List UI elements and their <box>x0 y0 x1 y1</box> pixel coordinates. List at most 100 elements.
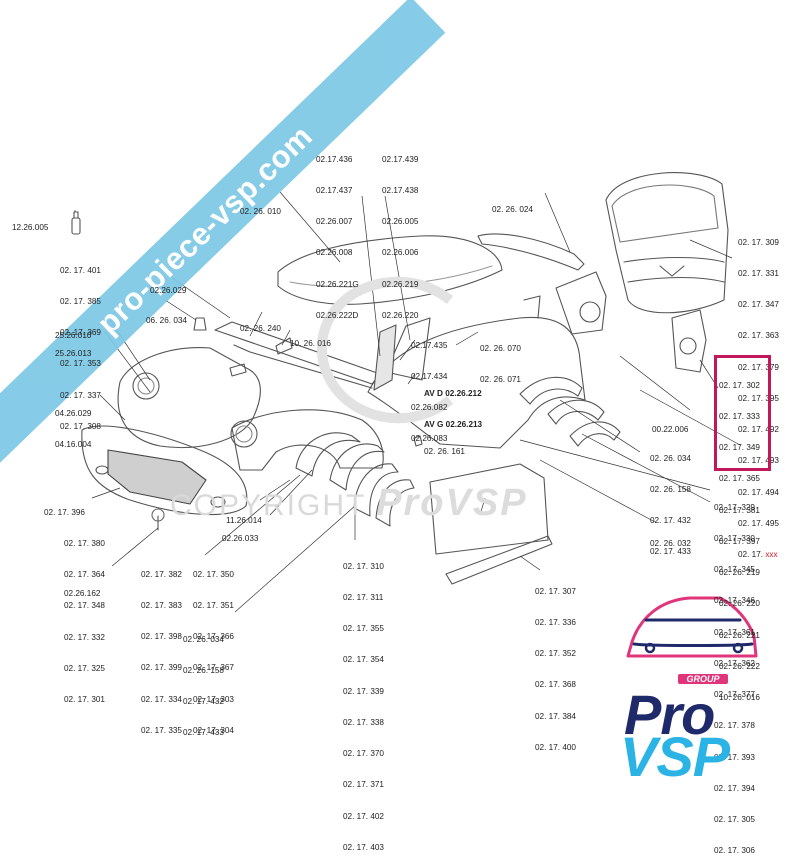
logo-pro-text: Pro <box>624 683 715 746</box>
part-number: 02. 17. 432 <box>183 697 224 707</box>
part-number: 02. 17. 304 <box>193 725 234 735</box>
part-number: 02. 17. 362 <box>714 658 755 668</box>
copyright-circle <box>316 276 454 424</box>
exploded-body-diagram <box>71 172 758 658</box>
copyright-watermark: COPYRIGHT ProVSP <box>170 482 528 525</box>
part-number: 02.26.033 <box>222 533 259 543</box>
part-number: 02.17.435 <box>411 340 448 350</box>
part-label-25-26-013: 25.26.013 <box>55 328 91 370</box>
part-number: 02. 17. 345 <box>714 565 755 575</box>
part-number: 02. 17. 383 <box>141 601 182 611</box>
part-number: 02. 26. 221 <box>719 630 760 640</box>
tailgate <box>605 172 729 314</box>
part-number: 02. 17. 325 <box>64 663 105 673</box>
part-number: 02. 17. 381 <box>719 505 760 515</box>
part-number: 02. 17. 308 <box>60 421 101 431</box>
part-number: 02. 17. 329 <box>714 502 755 512</box>
part-label-02-26-161: 02. 26. 161 <box>424 426 465 468</box>
part-number: 02. 17. 401 <box>60 265 101 275</box>
part-number: 02. 17. 368 <box>535 680 576 690</box>
part-number: 02. 17. 363 <box>738 331 779 341</box>
part-number: 02. 17. 353 <box>60 359 101 369</box>
part-label-bottom-column-2: 02. 17. 350 02. 17. 351 02. 17. 366 02. … <box>193 549 234 747</box>
part-number: 02.17.434 <box>411 372 448 382</box>
part-number: AV D 02.26.212 <box>424 388 482 398</box>
part-number: 02.26.162 <box>64 588 101 598</box>
part-number-unknown: xxx <box>765 550 778 559</box>
part-number: 02. 17. 354 <box>343 655 384 665</box>
part-number: 02. 17. 492 <box>738 425 779 435</box>
part-label-06-26-034: 06. 26. 034 <box>146 295 187 337</box>
part-number: 02.17.436 <box>316 154 353 164</box>
part-number: 02. 17. 380 <box>64 539 105 549</box>
part-number: 02. 26. 219 <box>719 568 760 578</box>
part-label-top-column-1: 02.17.436 02.17.437 02.26.007 02.26.008 … <box>316 134 359 332</box>
part-label-bottom-column-3: 02. 26. 034 02. 26. 158 02. 17. 432 02. … <box>183 614 224 749</box>
part-label-bottom-column-4: 02. 17. 310 02. 17. 311 02. 17. 355 02. … <box>343 541 384 864</box>
part-number: 25.26.013 <box>55 348 92 358</box>
part-number: 02. 17. 332 <box>64 632 105 642</box>
rear-spoiler <box>477 233 585 271</box>
headlight-right <box>230 420 258 448</box>
part-number: 02. 17. 394 <box>714 783 755 793</box>
roof-panel <box>277 235 503 305</box>
part-number: 02. 17. 348 <box>64 601 105 611</box>
part-number: 02. 17. 302 <box>719 380 760 390</box>
part-number: 02. 26. 032 <box>650 538 691 548</box>
part-number: 02. 26. 024 <box>492 204 533 214</box>
watermark-prefix: COPYRIGHT <box>170 489 366 522</box>
part-number: 02.26.220 <box>382 310 419 320</box>
part-number: 02. 17. 349 <box>719 443 760 453</box>
part-label-highlight-column: 02. 17. 302 02. 17. 333 02. 17. 349 02. … <box>719 360 760 714</box>
arch-trim-3 <box>353 463 399 517</box>
part-number: 02.26.008 <box>316 248 353 258</box>
part-number: 02.26.222D <box>316 310 359 320</box>
pillar <box>373 324 397 391</box>
part-number: 02. 26. 161 <box>424 446 465 456</box>
part-number: 02. 17. 393 <box>714 752 755 762</box>
part-number: 02. 17. 377 <box>714 690 755 700</box>
rear-arch-3 <box>569 421 621 447</box>
part-number-partial: 02. 17. xxx <box>738 550 779 560</box>
part-number: 02. 17. 369 <box>60 328 101 338</box>
part-number: 02. 17. 330 <box>714 534 755 544</box>
part-number: 02.26.006 <box>382 248 419 258</box>
part-number: 02. 17. 432 <box>650 516 691 526</box>
part-number: 02.26.221G <box>316 279 359 289</box>
part-number: 02. 26. 222 <box>719 661 760 671</box>
part-label-10-26-016: 10. 26. 016 <box>290 318 331 360</box>
part-number: 02. 17. 333 <box>719 412 760 422</box>
part-number: 02. 17. 402 <box>343 811 384 821</box>
part-number: 02. 17. 361 <box>714 627 755 637</box>
logo-group-tag: GROUP <box>648 674 758 684</box>
part-number: 02. 17. 400 <box>535 742 576 752</box>
part-number: 02. 17. 335 <box>141 725 182 735</box>
rear-quarter-left <box>555 271 607 335</box>
part-number: 02.26.219 <box>382 279 419 289</box>
part-label-02-26-029: 02.26.029 <box>150 265 186 307</box>
part-number: 02. 17. 351 <box>193 601 234 611</box>
part-label-bottom-column-1: 02. 17. 382 02. 17. 383 02. 17. 398 02. … <box>141 549 182 747</box>
part-label-02-26-070: 02. 26. 070 02. 26. 071 <box>480 323 521 396</box>
part-label-av: AV D 02.26.212 AV G 02.26.213 <box>424 368 482 441</box>
part-label-pillar: 02.17.435 02.17.434 02.26.082 02.26.083 <box>411 320 447 455</box>
part-number: 02. 17. 403 <box>343 842 384 852</box>
part-number: 11.26.014 <box>226 515 262 525</box>
part-number: 02. 17. 399 <box>141 663 182 673</box>
part-number: 02. 26. 070 <box>480 343 521 353</box>
part-number: 02. 17. 367 <box>193 663 234 673</box>
front-wing <box>231 409 384 471</box>
highlighted-part-group <box>714 355 771 471</box>
part-label-11-26-014: 11.26.014 <box>226 495 262 537</box>
part-number: 02. 17. 350 <box>193 569 234 579</box>
part-number: 02.26.083 <box>411 434 448 444</box>
part-number: 02. 17. 433 <box>650 547 691 557</box>
part-label-04-26: 04.26.029 04.16.004 <box>55 388 91 461</box>
part-number: 02. 17. 306 <box>714 846 755 856</box>
part-number: 02. 17. 336 <box>535 618 576 628</box>
part-number: 02. 17. 338 <box>343 717 384 727</box>
part-label-00-22-006: 00.22.006 <box>652 404 688 446</box>
part-number: 02. 26. 240 <box>240 323 281 333</box>
part-number: 02. 17. 379 <box>738 362 779 372</box>
part-number: 02. 17. 352 <box>535 649 576 659</box>
